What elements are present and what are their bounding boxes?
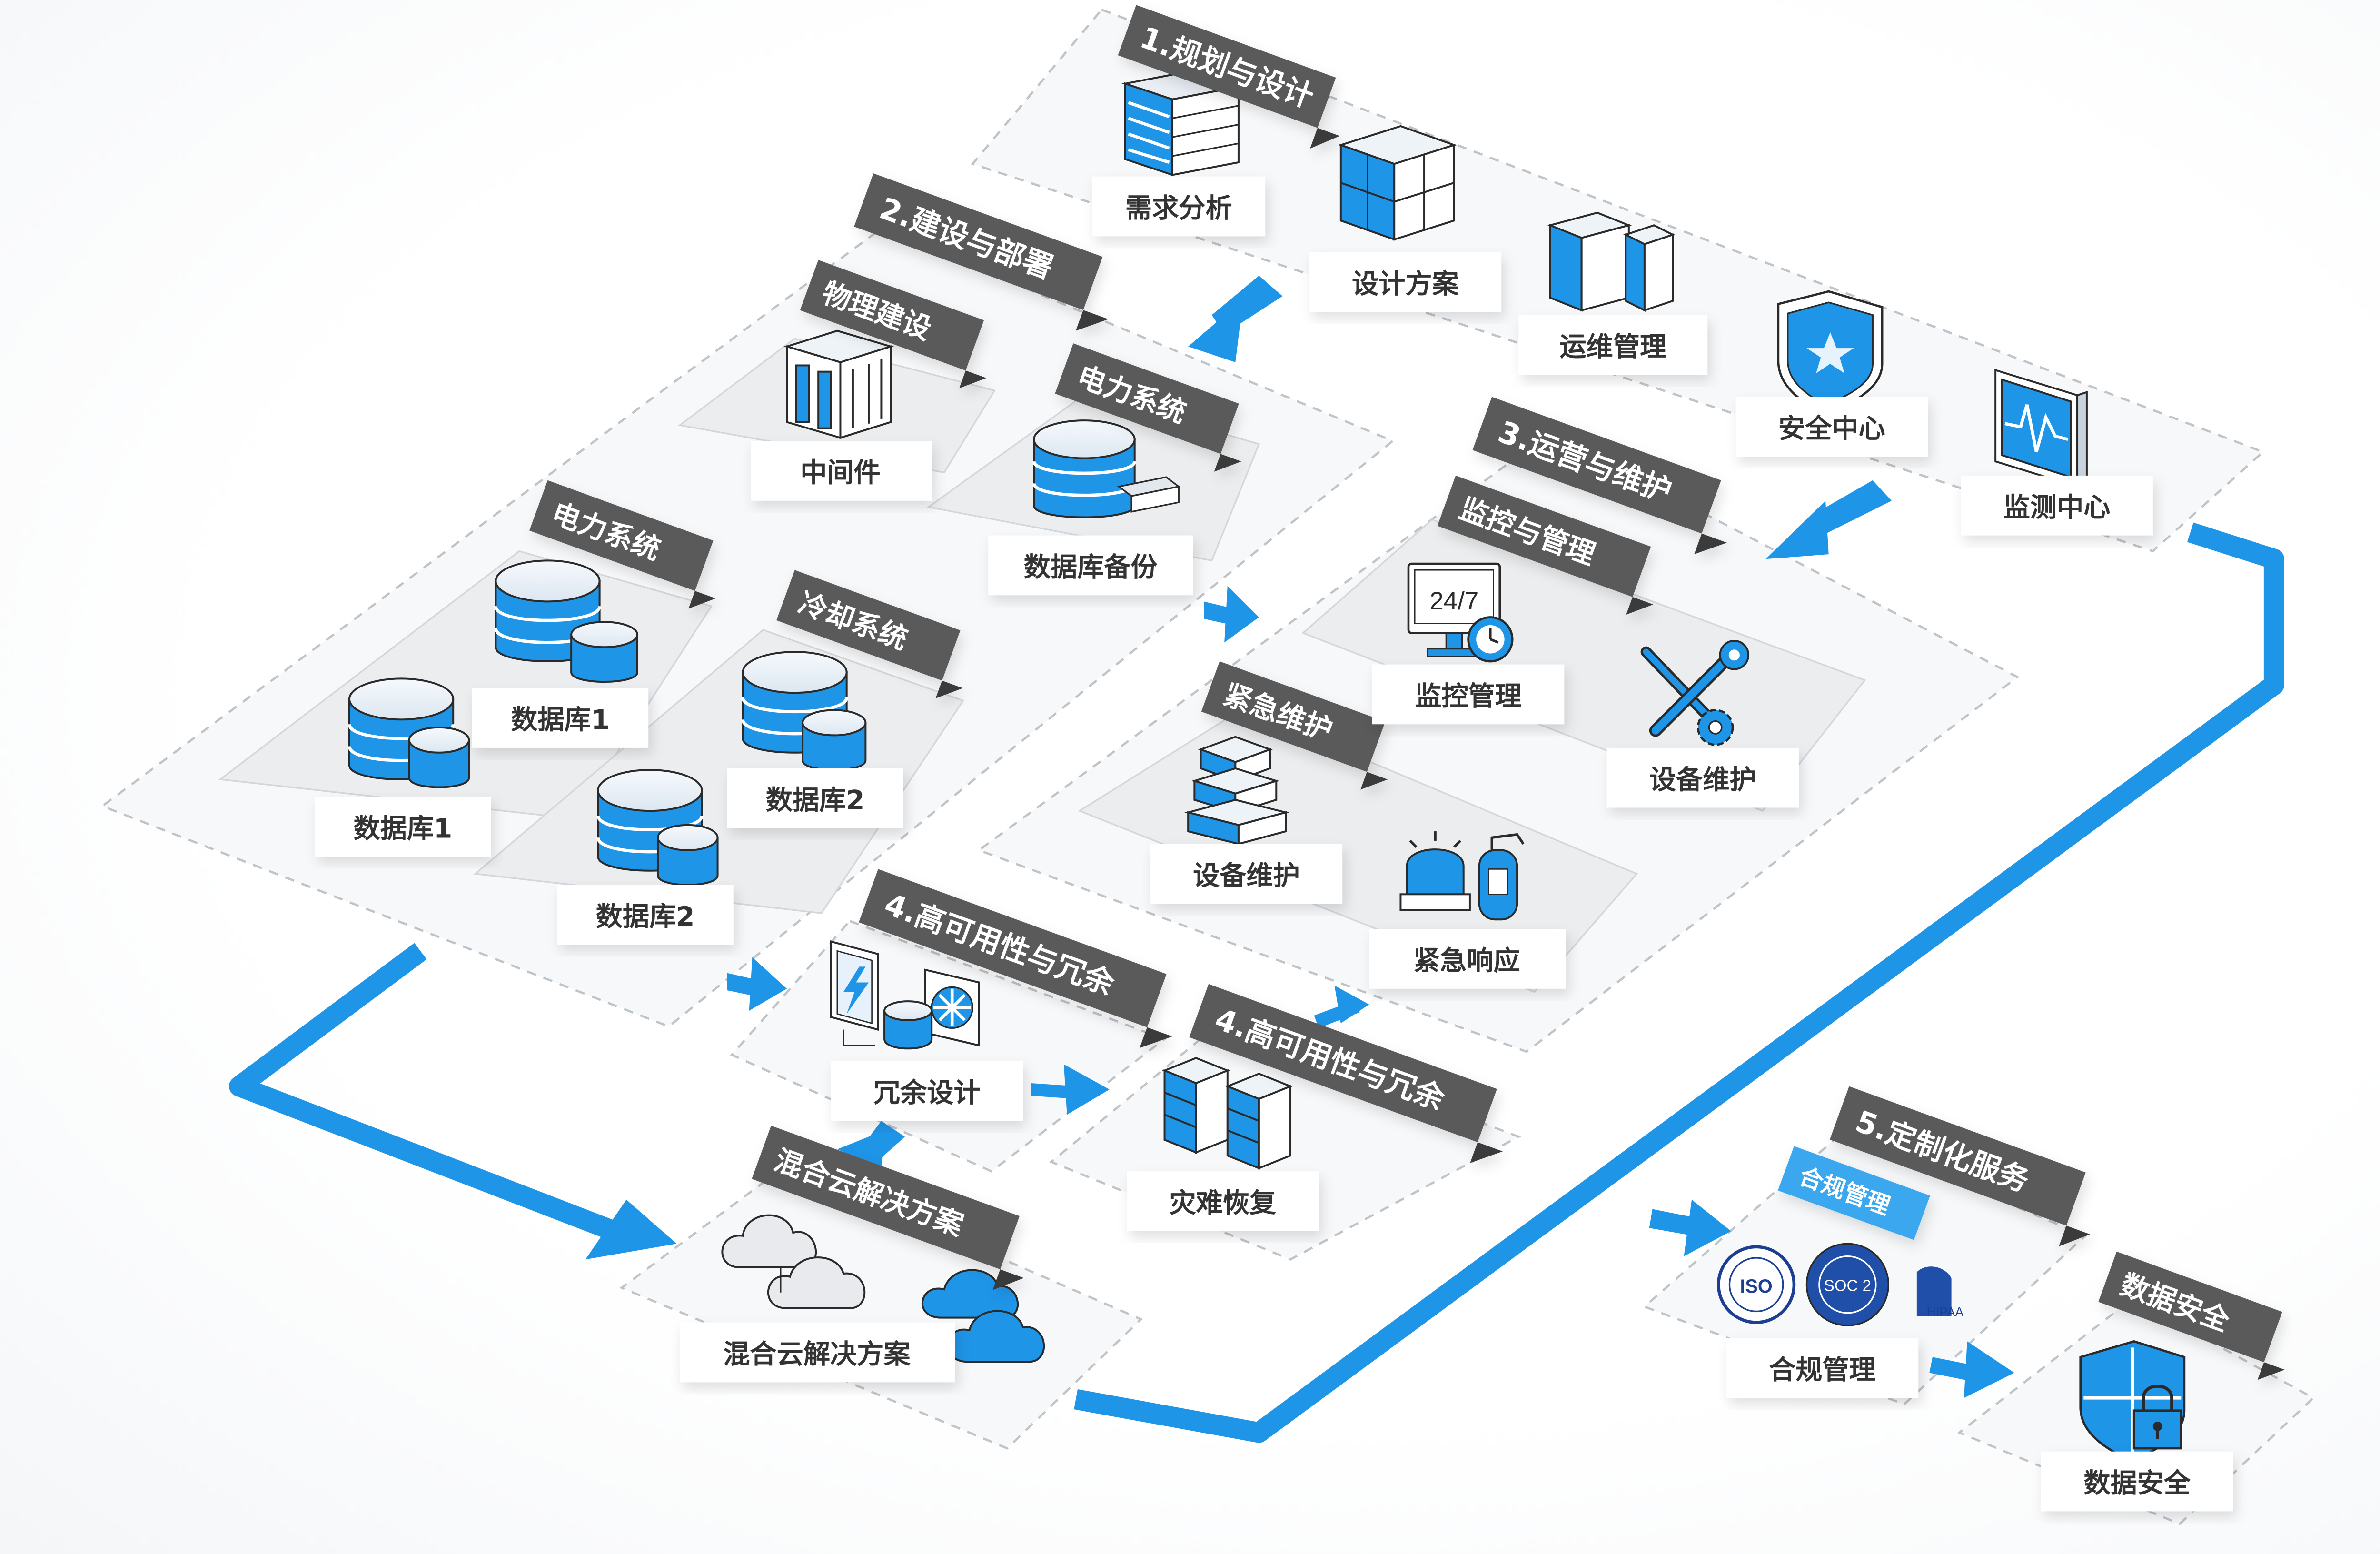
rack-frame-icon	[783, 329, 894, 439]
svg-text:监控管理: 监控管理	[1415, 681, 1522, 712]
stage-banners: 1.规划与设计 2.建设与部署 物理建设 电力系统 电力系统 冷却系统	[529, 5, 2285, 1380]
label-redundancy: 冗余设计	[831, 1061, 1023, 1121]
hipaa-seal-text: HIPAA	[1927, 1305, 1964, 1319]
arrow-to-stage-3	[1765, 480, 1892, 559]
arrow-redundancy-to-dr	[1031, 1064, 1110, 1115]
siren-extinguisher-icon	[1399, 831, 1525, 921]
compliance-seals-icon: ISO SOC 2 HIPAA	[1716, 1243, 1964, 1326]
svg-text:设计方案: 设计方案	[1352, 269, 1459, 299]
arrowhead-left-loop	[585, 1199, 677, 1260]
arrow-to-ha	[727, 957, 787, 1011]
svg-text:混合云解决方案: 混合云解决方案	[723, 1339, 911, 1370]
label-db-backup: 数据库备份	[988, 535, 1193, 596]
cabinet-icon	[1338, 125, 1458, 241]
arrow-to-stage-5	[1649, 1199, 1731, 1256]
label-db2-a: 数据库2	[727, 768, 903, 828]
arrow-to-data-security	[1929, 1341, 2014, 1398]
stacked-boxes-icon	[1184, 736, 1290, 846]
svg-text:数据库2: 数据库2	[766, 785, 865, 816]
svg-text:数据库2: 数据库2	[596, 901, 695, 932]
label-db1-a: 数据库1	[472, 688, 649, 748]
label-db2-b: 数据库2	[557, 885, 734, 945]
svg-text:监测中心: 监测中心	[2003, 492, 2111, 523]
tools-icon	[1640, 640, 1750, 746]
arrow-to-emergency	[1314, 986, 1369, 1028]
database-1-front-icon	[347, 677, 470, 788]
cloud-icon	[721, 1214, 1045, 1363]
label-disaster-recovery: 灾难恢复	[1127, 1171, 1319, 1231]
flow-right-loop	[1074, 522, 2284, 1443]
svg-text:需求分析: 需求分析	[1125, 193, 1232, 224]
flow-arrowheads	[585, 1199, 677, 1260]
svg-text:冗余设计: 冗余设计	[873, 1078, 981, 1109]
label-requirements: 需求分析	[1092, 176, 1266, 237]
svg-text:数据库备份: 数据库备份	[1024, 552, 1158, 583]
label-device-maint-b: 设备维护	[1150, 844, 1343, 904]
label-device-maint-a: 设备维护	[1606, 747, 1799, 808]
label-data-security: 数据安全	[2041, 1451, 2233, 1512]
arrow-to-stage-2	[1188, 276, 1283, 362]
label-monitor-mgmt: 监控管理	[1372, 664, 1565, 725]
clock-text: 24/7	[1429, 587, 1478, 615]
shield-star-icon	[1777, 290, 1884, 416]
svg-text:数据库1: 数据库1	[511, 705, 610, 736]
label-compliance: 合规管理	[1726, 1338, 1919, 1398]
database-1-icon	[494, 559, 638, 683]
server-stacks-icon	[1162, 1057, 1293, 1170]
label-emergency-response: 紧急响应	[1369, 929, 1566, 989]
clock-monitor-icon: 24/7	[1407, 562, 1514, 663]
arrow-to-hybrid	[837, 1121, 905, 1168]
svg-text:安全中心: 安全中心	[1778, 414, 1885, 445]
flow-left-loop	[229, 943, 619, 1241]
database-backup-icon	[1032, 419, 1181, 518]
svg-text:灾难恢复: 灾难恢复	[1169, 1188, 1276, 1219]
soc-seal-text: SOC 2	[1824, 1277, 1871, 1295]
server-box-icon	[1547, 211, 1676, 312]
label-monitor-center: 监测中心	[1961, 475, 2153, 536]
svg-text:设备维护: 设备维护	[1193, 860, 1300, 891]
label-hybrid-cloud: 混合云解决方案	[680, 1322, 955, 1383]
iso-seal-text: ISO	[1740, 1276, 1772, 1297]
svg-text:紧急响应: 紧急响应	[1413, 946, 1520, 976]
database-2-icon	[741, 651, 867, 771]
svg-text:合规管理: 合规管理	[1769, 1355, 1876, 1386]
svg-text:数据安全: 数据安全	[2083, 1468, 2191, 1499]
flow-paths	[229, 522, 2284, 1443]
svg-text:运维管理: 运维管理	[1559, 332, 1666, 363]
svg-text:设备维护: 设备维护	[1649, 765, 1756, 796]
direction-arrows	[727, 276, 2014, 1398]
arrow-to-ops	[1204, 586, 1259, 643]
label-ops-mgmt: 运维管理	[1518, 315, 1708, 375]
label-middleware: 中间件	[751, 441, 932, 501]
redundancy-icon	[830, 940, 980, 1050]
label-security-center: 安全中心	[1735, 397, 1928, 457]
banner-data-security: 数据安全	[2098, 1251, 2285, 1380]
svg-text:数据库1: 数据库1	[354, 813, 453, 844]
database-2-front-icon	[596, 769, 719, 886]
svg-text:中间件: 中间件	[800, 458, 881, 488]
item-labels: 需求分析 设计方案 运维管理 安全中心 监测中心 中间件 数据库备份 数据库1	[315, 176, 2233, 1512]
label-db1-b: 数据库1	[315, 797, 491, 857]
label-design-plan: 设计方案	[1309, 252, 1502, 312]
